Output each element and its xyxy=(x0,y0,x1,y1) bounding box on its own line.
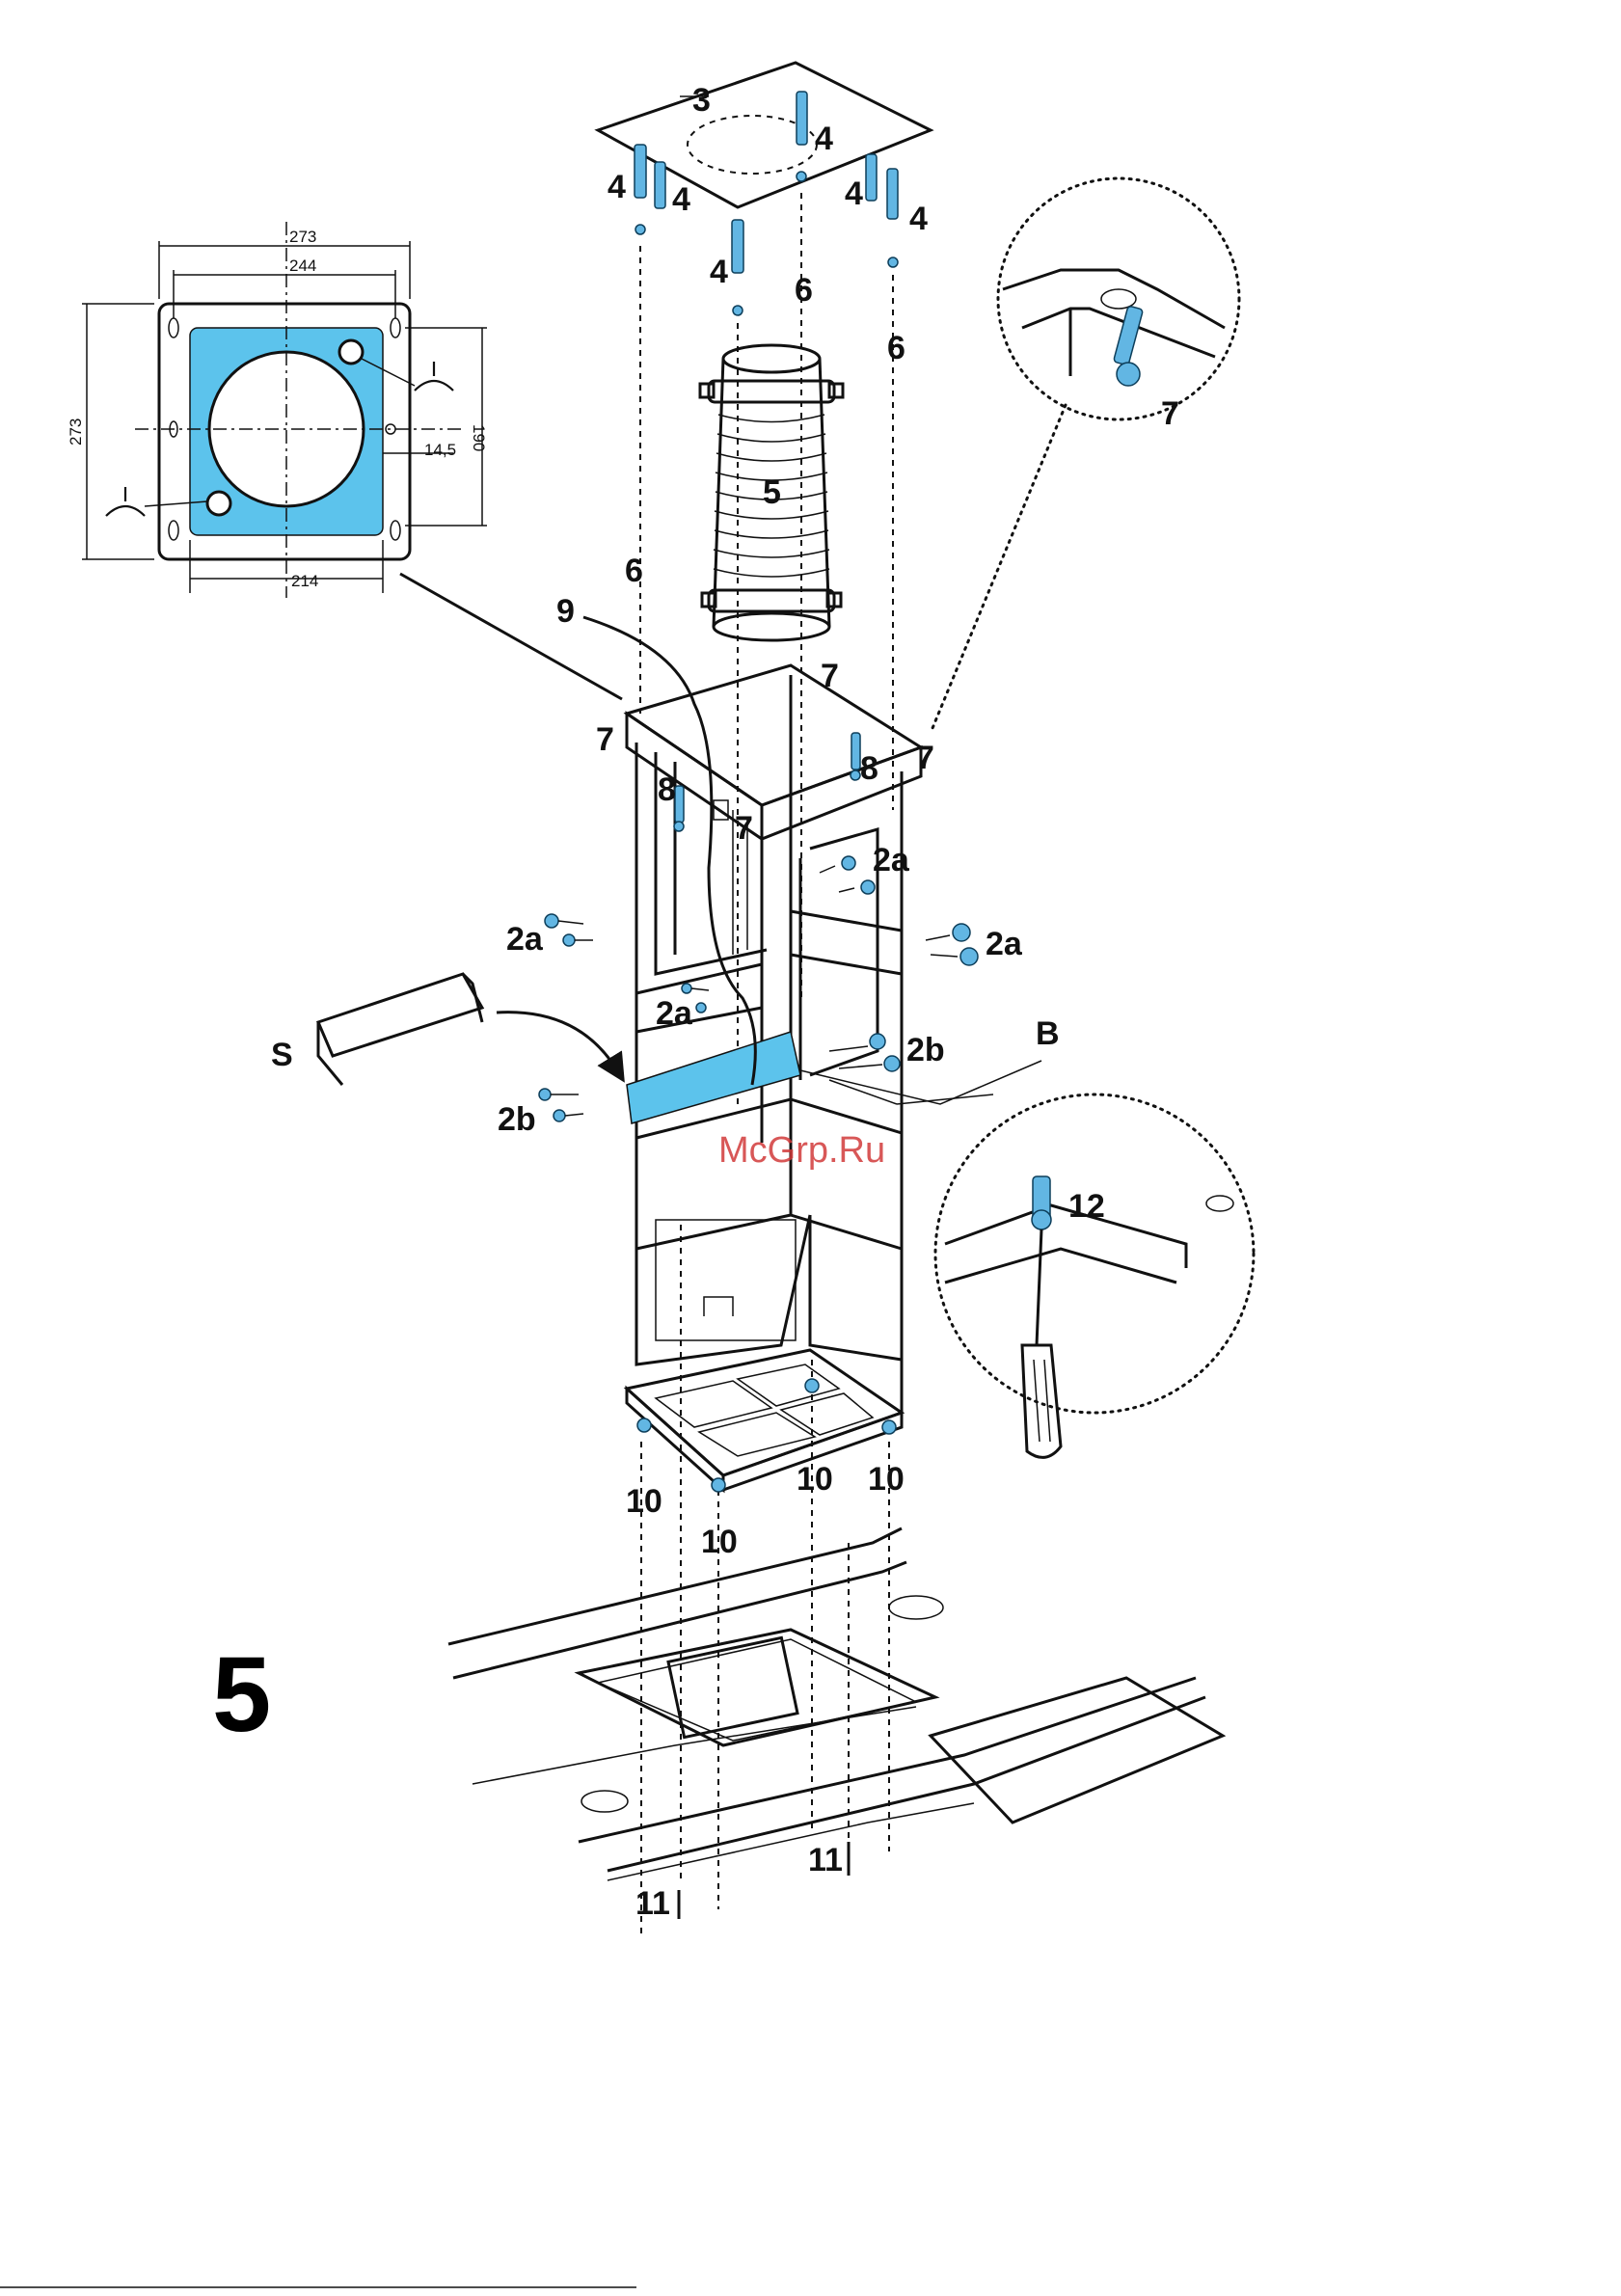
figure-number: 5 xyxy=(212,1635,271,1754)
label-7-c: 7 xyxy=(916,740,934,776)
label-6-b: 6 xyxy=(887,330,905,366)
label-2a-d: 2a xyxy=(656,995,693,1032)
label-11-a: 11 xyxy=(808,1842,843,1878)
plate-arrow xyxy=(400,574,622,699)
cover-piece-s xyxy=(318,974,617,1085)
detail-circle-bracket xyxy=(931,178,1239,733)
label-2a-b: 2a xyxy=(506,921,544,958)
ceiling-plate xyxy=(598,63,931,207)
label-12: 12 xyxy=(1068,1188,1105,1225)
label-7-detail: 7 xyxy=(1161,395,1179,432)
label-b: B xyxy=(1036,1015,1060,1052)
label-8-a: 8 xyxy=(860,750,878,787)
label-10-b: 10 xyxy=(868,1461,905,1498)
label-7-b: 7 xyxy=(596,721,614,758)
label-5: 5 xyxy=(763,474,781,511)
dim-base-width: 214 xyxy=(291,572,318,590)
band-b xyxy=(627,1032,800,1123)
label-6-c: 6 xyxy=(625,553,643,589)
label-11-b: 11 xyxy=(635,1885,670,1922)
label-4-a: 4 xyxy=(815,121,833,157)
label-10-d: 10 xyxy=(701,1524,738,1560)
dim-height: 273 xyxy=(67,419,85,446)
detail-circle-screwdriver xyxy=(829,1080,1254,1457)
label-2b-b: 2b xyxy=(498,1101,536,1138)
dim-hole-spacing: 190 xyxy=(470,424,488,451)
label-4-c: 4 xyxy=(672,181,690,218)
label-8-b: 8 xyxy=(658,771,676,808)
cross-screw-icon xyxy=(339,340,363,364)
label-2a-a: 2a xyxy=(873,842,910,878)
label-9: 9 xyxy=(556,593,575,630)
dim-offset: 14,5 xyxy=(424,441,456,459)
dim-outer-width: 273 xyxy=(289,228,316,246)
label-6-a: 6 xyxy=(795,272,813,309)
hood-body xyxy=(448,1528,1223,1880)
label-4-d: 4 xyxy=(845,176,863,212)
label-2b-a: 2b xyxy=(906,1032,945,1068)
label-4-e: 4 xyxy=(909,201,928,237)
label-4-b: 4 xyxy=(608,169,626,205)
label-10-c: 10 xyxy=(626,1483,662,1520)
mounting-plate-drawing xyxy=(82,222,487,598)
label-s: S xyxy=(271,1037,293,1073)
label-7-a: 7 xyxy=(821,658,839,694)
label-3: 3 xyxy=(692,82,711,119)
brackets-rods xyxy=(674,733,860,831)
label-7-d: 7 xyxy=(735,810,753,847)
watermark: McGrp.Ru xyxy=(718,1130,885,1171)
dim-inner-width: 244 xyxy=(289,257,316,275)
label-4-f: 4 xyxy=(710,254,728,290)
label-2a-c: 2a xyxy=(986,926,1023,962)
label-10-a: 10 xyxy=(797,1461,833,1498)
